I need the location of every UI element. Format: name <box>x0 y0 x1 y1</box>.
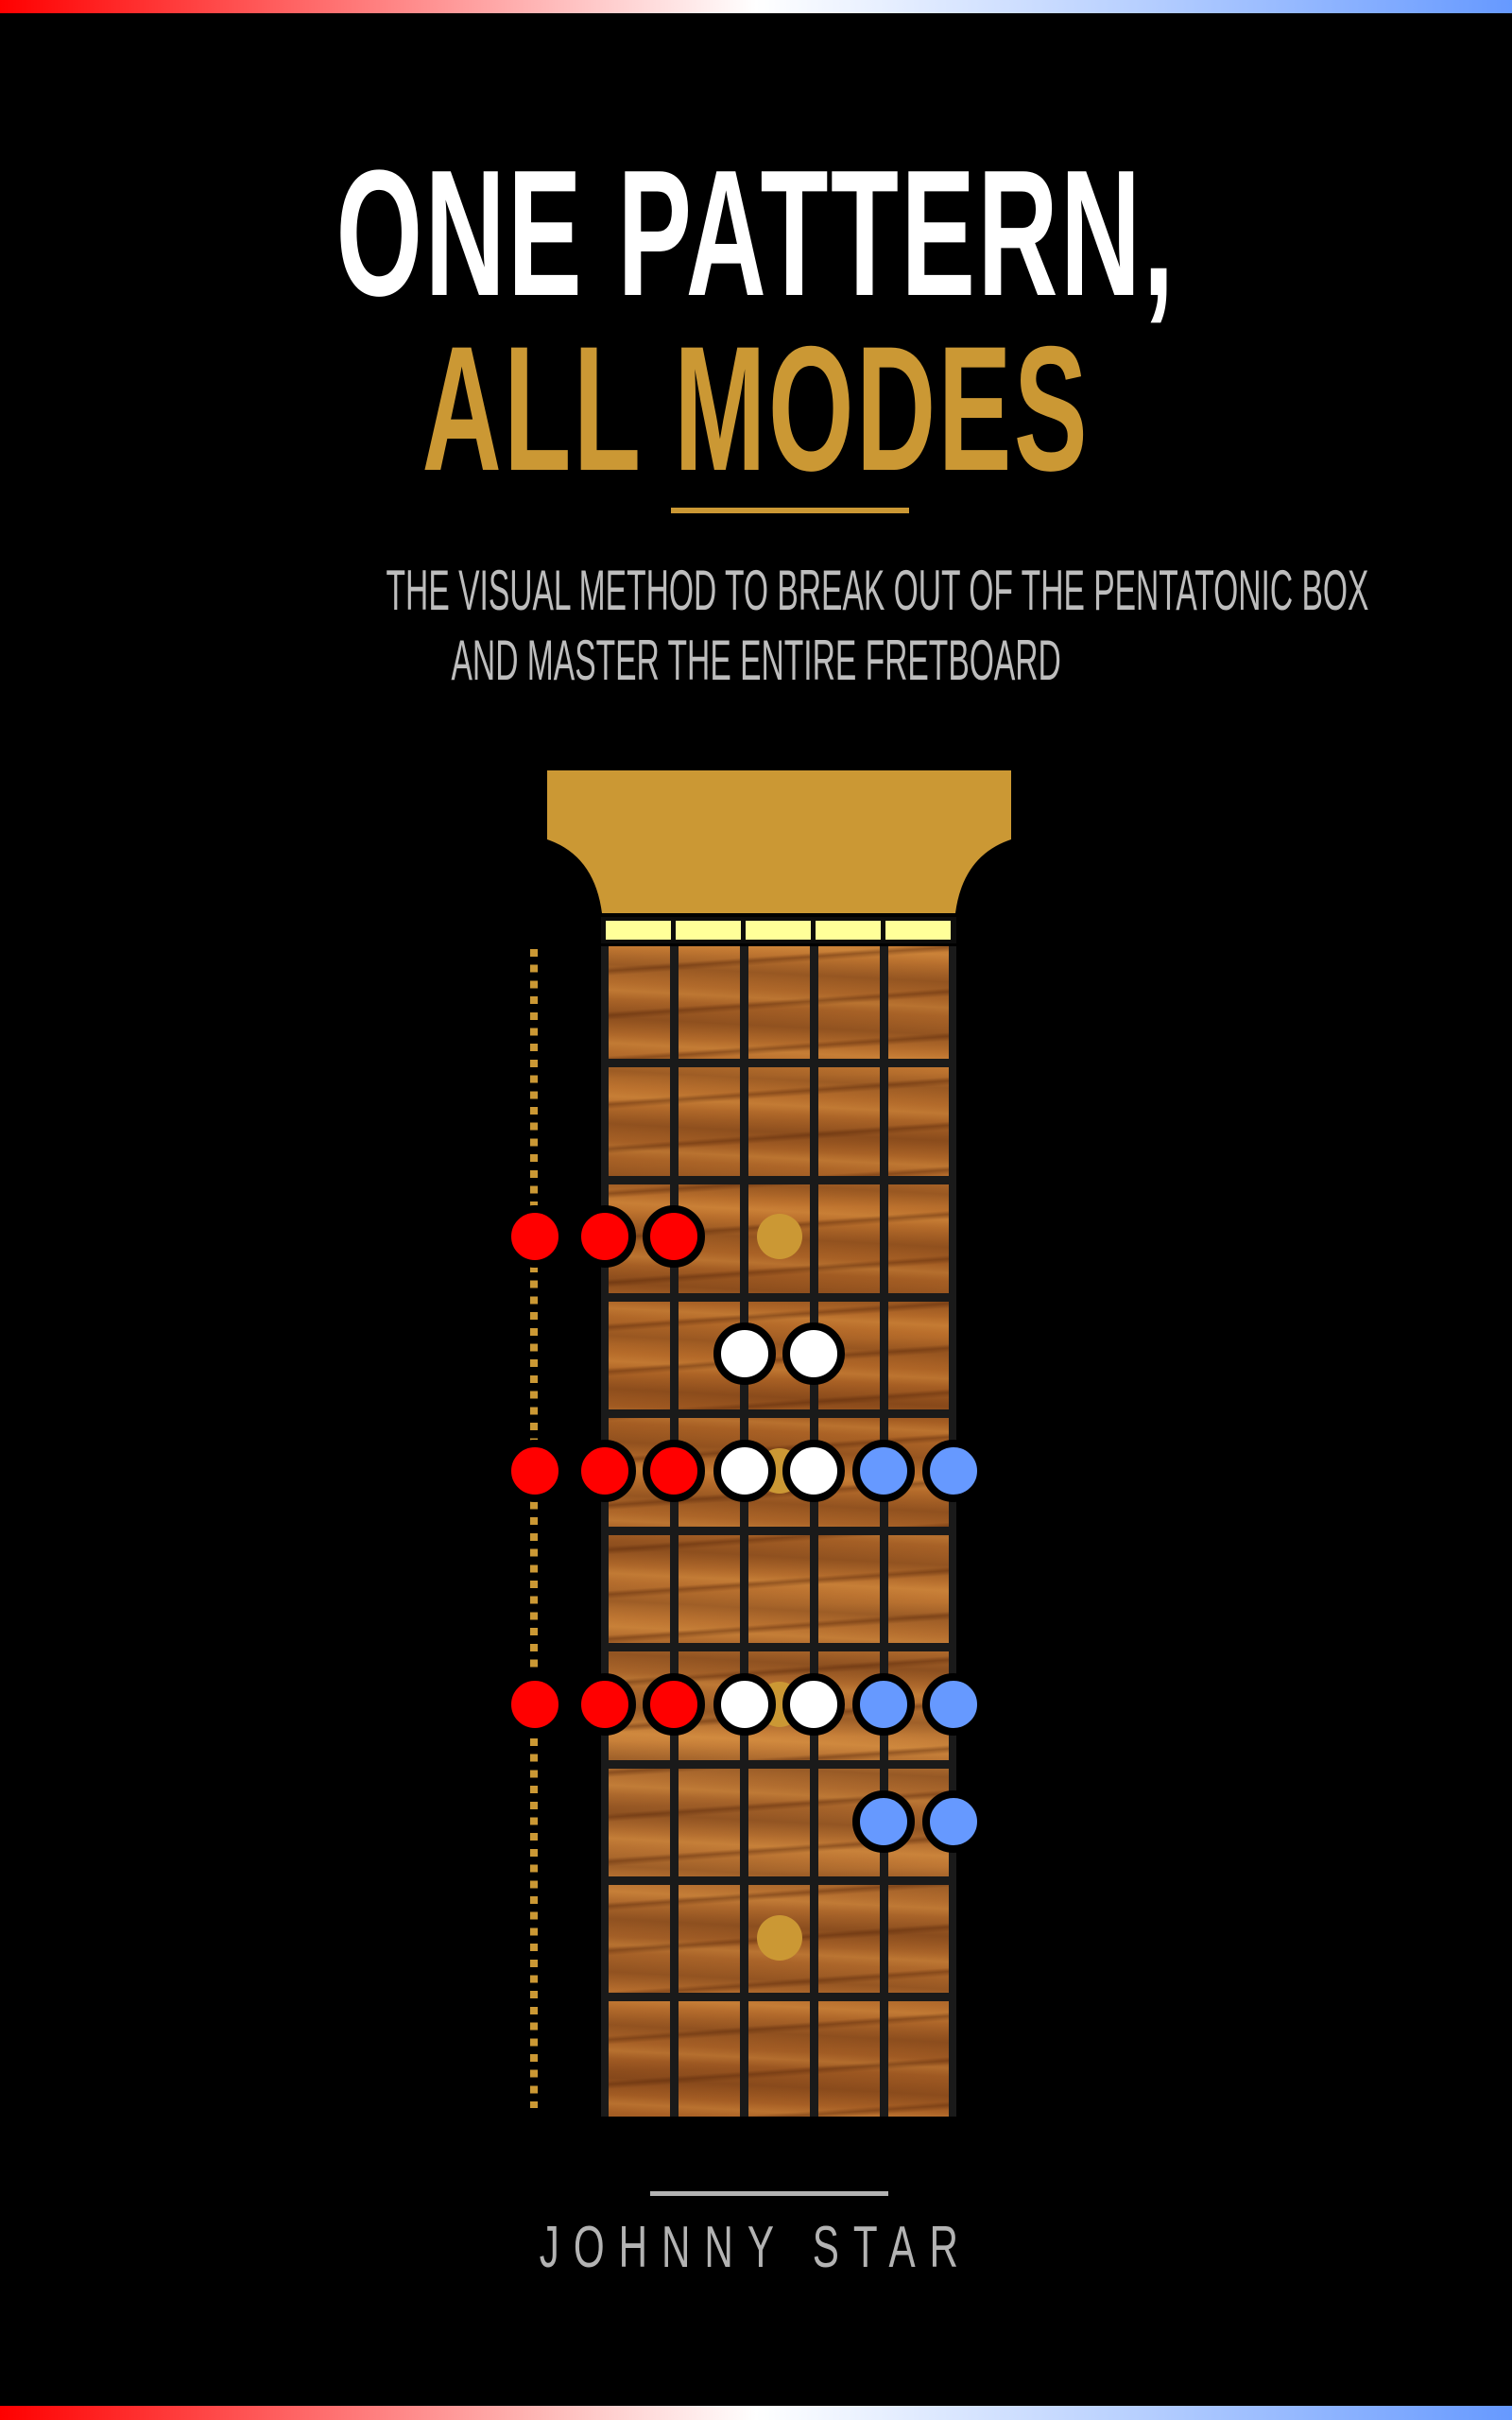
note-dot-red <box>643 1440 705 1502</box>
author-divider <box>650 2191 888 2196</box>
bottom-gradient-bar <box>0 2406 1512 2420</box>
title-text-1: ONE PATTERN, <box>335 133 1177 334</box>
note-dot-red <box>574 1440 636 1502</box>
guitar-nut <box>601 917 956 943</box>
fret-line <box>601 1760 956 1769</box>
fret-line <box>601 1527 956 1535</box>
fret-line <box>601 1059 956 1067</box>
note-dot-white <box>713 1673 776 1736</box>
author-name: JOHNNY STAR <box>0 2210 1512 2286</box>
note-dot-red <box>574 1673 636 1736</box>
fret-inlay-dot <box>757 1214 802 1259</box>
note-dot-red <box>643 1205 705 1268</box>
title-line-1: ONE PATTERN, <box>0 134 1512 333</box>
title-underline <box>671 508 909 513</box>
note-dot-blue <box>922 1790 985 1853</box>
note-dot-blue <box>852 1440 915 1502</box>
subtitle-text-1: THE VISUAL METHOD TO BREAK OUT OF THE PE… <box>386 559 1369 622</box>
note-dot-blue <box>852 1673 915 1736</box>
note-dot-white <box>713 1322 776 1385</box>
nut-segment <box>816 921 881 940</box>
title-text-2: ALL MODES <box>421 309 1091 508</box>
fret-line <box>601 1643 956 1651</box>
note-dot-red <box>643 1673 705 1736</box>
note-dot-white <box>782 1673 845 1736</box>
nut-segment <box>676 921 741 940</box>
fret-line <box>601 1876 956 1885</box>
note-dot-red <box>504 1673 566 1736</box>
top-gradient-bar <box>0 0 1512 13</box>
fret-line <box>601 1176 956 1184</box>
fret-line <box>601 1993 956 2001</box>
fretboard <box>601 946 956 2117</box>
subtitle-line-2: AND MASTER THE ENTIRE FRETBOARD <box>0 626 1512 696</box>
fret-line <box>601 1293 956 1302</box>
subtitle-text-2: AND MASTER THE ENTIRE FRETBOARD <box>451 629 1061 692</box>
note-dot-blue <box>922 1673 985 1736</box>
title-line-2: ALL MODES <box>0 309 1512 508</box>
guitar-headstock-icon <box>547 770 1011 913</box>
fret-line <box>601 1409 956 1418</box>
nut-segment <box>606 921 671 940</box>
note-dot-red <box>504 1205 566 1268</box>
subtitle-line-1: THE VISUAL METHOD TO BREAK OUT OF THE PE… <box>0 556 1512 626</box>
note-dot-white <box>782 1440 845 1502</box>
note-dot-blue <box>852 1790 915 1853</box>
nut-segment <box>746 921 811 940</box>
note-dot-white <box>782 1322 845 1385</box>
author-text: JOHNNY STAR <box>539 2215 973 2280</box>
dotted-guide-line <box>530 949 538 2108</box>
note-dot-white <box>713 1440 776 1502</box>
nut-segment <box>885 921 951 940</box>
note-dot-red <box>504 1440 566 1502</box>
note-dot-blue <box>922 1440 985 1502</box>
note-dot-red <box>574 1205 636 1268</box>
fret-inlay-dot <box>757 1915 802 1961</box>
